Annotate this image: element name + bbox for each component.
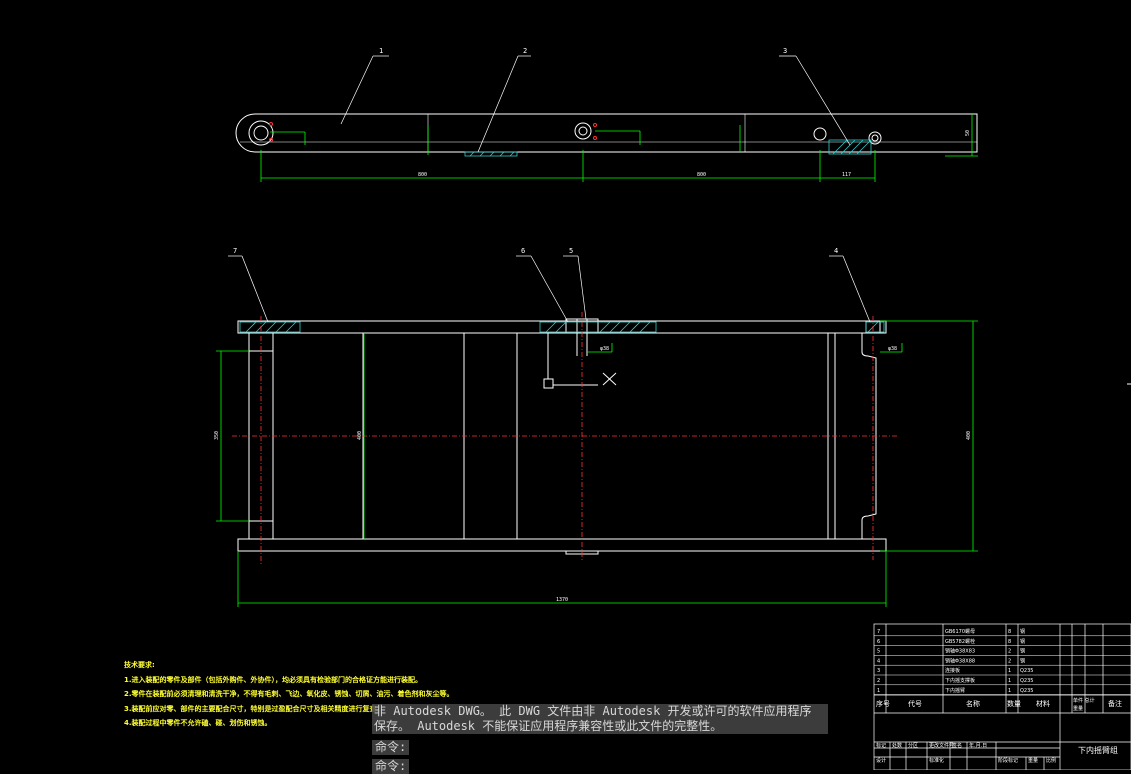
header-code: 代号 xyxy=(908,699,922,708)
title-block-label: 标准化 xyxy=(929,757,944,764)
dim-top-height: 50 xyxy=(965,130,971,136)
part-mat-cell: Q235 xyxy=(1020,668,1033,674)
balloon-6: 6 xyxy=(521,247,525,255)
title-block-label: 重量 xyxy=(1028,757,1038,764)
part-name-cell: 下内摇臂 xyxy=(945,687,965,694)
top-view-dimension-texts: 800 800 117 50 xyxy=(418,130,971,178)
title-block-label: 更改文件号 xyxy=(929,742,954,749)
front-view-dimensions xyxy=(216,320,978,607)
header-unit: 单件 总计 xyxy=(1073,697,1095,704)
title-block-label: 阶段标记 xyxy=(998,757,1018,764)
part-qty-cell: 8 xyxy=(1008,639,1011,645)
part-mat-cell: Q235 xyxy=(1020,688,1033,694)
part-name-cell: 连接板 xyxy=(945,667,960,674)
front-view-balloons: 7 6 5 4 xyxy=(233,247,838,255)
title-block-label: 标记 xyxy=(876,742,886,749)
command-message-line-1: 非 Autodesk DWG。 此 DWG 文件由非 Autodesk 开发或许… xyxy=(374,704,812,718)
dim-front-width: 1370 xyxy=(556,597,568,603)
part-no-cell: 3 xyxy=(877,668,880,674)
command-prompt-2[interactable]: 命令: xyxy=(372,759,410,774)
title-block-label: 比例 xyxy=(1046,757,1056,764)
part-qty-cell: 1 xyxy=(1008,668,1011,674)
balloon-5: 5 xyxy=(569,247,573,255)
header-remark: 备注 xyxy=(1108,699,1122,708)
dim-front-height-left: 350 xyxy=(214,431,220,440)
header-name: 名称 xyxy=(966,699,980,708)
part-no-cell: 6 xyxy=(877,639,880,645)
drawing-name: 下内摇臂组 xyxy=(1078,745,1118,755)
dim-top-len-3: 117 xyxy=(842,172,851,178)
title-block-label: 处数 xyxy=(892,742,902,749)
title-block-part-rows: 7 GB6170螺母 8 钢 6 GB5782螺栓 8 钢 5 销轴Φ38X83 2 钢 4 销轴Φ38X… xyxy=(874,628,1131,695)
technical-notes: 技术要求: 1.进入装配的零件及部件（包括外购件、外协件），均必须具有检验部门的… xyxy=(124,658,454,731)
part-mat-cell: 钢 xyxy=(1020,657,1025,664)
part-mat-cell: 钢 xyxy=(1020,648,1025,655)
dim-top-len-1: 800 xyxy=(418,172,427,178)
command-history: 非 Autodesk DWG。 此 DWG 文件由非 Autodesk 开发或许… xyxy=(372,704,828,734)
part-name-cell: GB5782螺栓 xyxy=(945,638,975,645)
part-name-cell: 销轴Φ38X83 xyxy=(945,648,975,655)
top-view-leaders xyxy=(340,55,851,153)
header-mat: 材料 xyxy=(1036,699,1050,708)
part-no-cell: 4 xyxy=(877,658,880,664)
title-block xyxy=(873,623,1131,770)
balloon-1: 1 xyxy=(379,47,383,55)
front-view-dimension-texts: 1370 400 350 400 φ38 φ38 xyxy=(214,346,972,603)
title-block-header: 序号 代号 名称 数量 材料 单件 总计 重量 备注 xyxy=(876,697,1122,712)
title-block-label: 分区 xyxy=(908,742,918,749)
part-mat-cell: 钢 xyxy=(1020,628,1025,635)
part-mat-cell: Q235 xyxy=(1020,678,1033,684)
top-view xyxy=(235,113,978,153)
title-block-label: 设计 xyxy=(876,757,886,764)
balloon-7: 7 xyxy=(233,247,237,255)
top-view-hatch xyxy=(464,139,872,157)
notes-line-1: 1.进入装配的零件及部件（包括外购件、外协件），均必须具有检验部门的合格证方能进… xyxy=(124,675,423,684)
part-mat-cell: 钢 xyxy=(1020,638,1025,645)
dim-top-len-2: 800 xyxy=(697,172,706,178)
part-no-cell: 7 xyxy=(877,629,880,635)
header-no: 序号 xyxy=(876,699,890,708)
notes-line-4: 4.装配过程中零件不允许磕、碰、划伤和锈蚀。 xyxy=(124,719,272,727)
notes-line-3: 3.装配前应对零、部件的主要配合尺寸，特别是过盈配合尺寸及相关精度进行复查。 xyxy=(124,704,384,713)
title-block-small-labels: 标记处数分区 更改文件号签名年.月.日设计 标准化 阶段标记 重量 比例 xyxy=(876,742,1056,764)
top-view-dimensions xyxy=(260,114,978,182)
balloon-2: 2 xyxy=(523,47,527,55)
part-qty-cell: 1 xyxy=(1008,678,1011,684)
dim-front-hole-2: φ38 xyxy=(888,346,897,352)
title-block-label: 年.月.日 xyxy=(969,742,987,749)
front-view-leaders xyxy=(228,255,871,323)
part-qty-cell: 2 xyxy=(1008,658,1011,664)
part-no-cell: 1 xyxy=(877,688,880,694)
balloon-3: 3 xyxy=(783,47,787,55)
part-name-cell: 下内摇支撑板 xyxy=(945,677,975,684)
dim-front-height-mid: 400 xyxy=(357,431,363,440)
balloon-4: 4 xyxy=(834,247,838,255)
part-name-cell: GB6170螺母 xyxy=(945,628,975,635)
part-qty-cell: 2 xyxy=(1008,649,1011,655)
part-qty-cell: 8 xyxy=(1008,629,1011,635)
notes-line-2: 2.零件在装配前必须清理和清洗干净，不得有毛刺、飞边、氧化皮、锈蚀、切屑、油污、… xyxy=(124,690,454,698)
dim-front-hole-1: φ38 xyxy=(600,346,609,352)
part-qty-cell: 1 xyxy=(1008,688,1011,694)
command-prompt-1: 命令: xyxy=(372,740,410,755)
dim-front-height-right: 400 xyxy=(966,431,972,440)
command-message-line-2: 保存。 Autodesk 不能保证应用程序兼容性或此文件的完整性。 xyxy=(374,719,723,733)
title-block-label: 签名 xyxy=(952,742,962,749)
front-view-hatch xyxy=(239,321,885,333)
part-no-cell: 5 xyxy=(877,649,880,655)
part-no-cell: 2 xyxy=(877,678,880,684)
front-view-centerlines xyxy=(232,312,898,565)
notes-title: 技术要求: xyxy=(124,661,155,669)
front-view xyxy=(237,318,887,555)
part-name-cell: 销轴Φ38X88 xyxy=(945,657,975,664)
header-qty: 数量 xyxy=(1007,699,1021,708)
header-weight: 重量 xyxy=(1073,705,1083,712)
top-view-balloons: 1 2 3 xyxy=(379,47,787,55)
